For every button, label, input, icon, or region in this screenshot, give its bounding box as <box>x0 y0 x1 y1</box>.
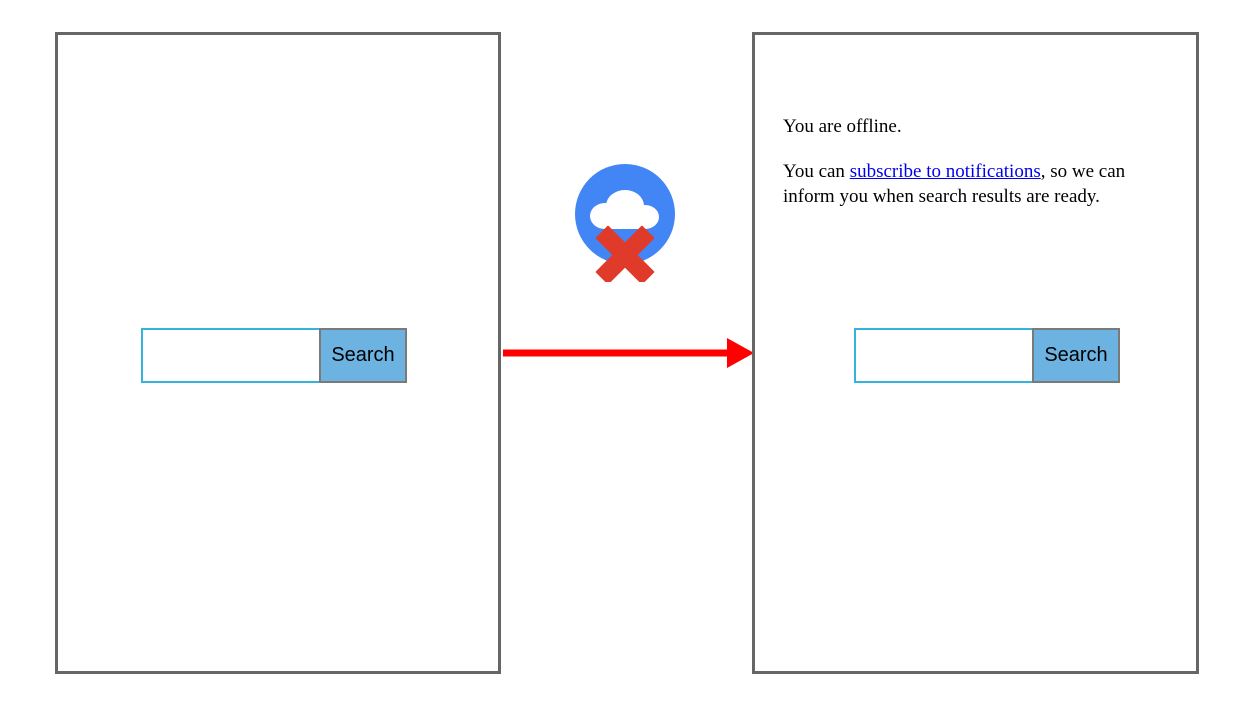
subscribe-to-notifications-link[interactable]: subscribe to notifications <box>849 161 1041 182</box>
phone-panel-before: Search <box>55 32 501 674</box>
phone-panel-after: You are offline. You can subscribe to no… <box>752 32 1199 674</box>
search-input-before[interactable] <box>141 328 319 383</box>
search-button-before[interactable]: Search <box>319 328 407 383</box>
search-widget-after: Search <box>854 328 1120 383</box>
cloud-shape <box>590 190 659 229</box>
error-cross-shape <box>595 225 655 285</box>
search-widget-before: Search <box>141 328 407 383</box>
offline-message-block: You are offline. You can subscribe to no… <box>783 114 1175 209</box>
cloud-offline-icon <box>573 162 677 285</box>
subscribe-prefix-text: You can <box>783 161 850 182</box>
subscribe-suffix-text: , so we can inform you when search resul… <box>783 161 1126 207</box>
offline-notice-text: You are offline. <box>783 116 902 137</box>
subscribe-message-text: You can subscribe to notifications, so w… <box>783 159 1175 209</box>
search-button-after[interactable]: Search <box>1032 328 1120 383</box>
search-input-after[interactable] <box>854 328 1032 383</box>
right-arrow-icon <box>503 333 755 373</box>
